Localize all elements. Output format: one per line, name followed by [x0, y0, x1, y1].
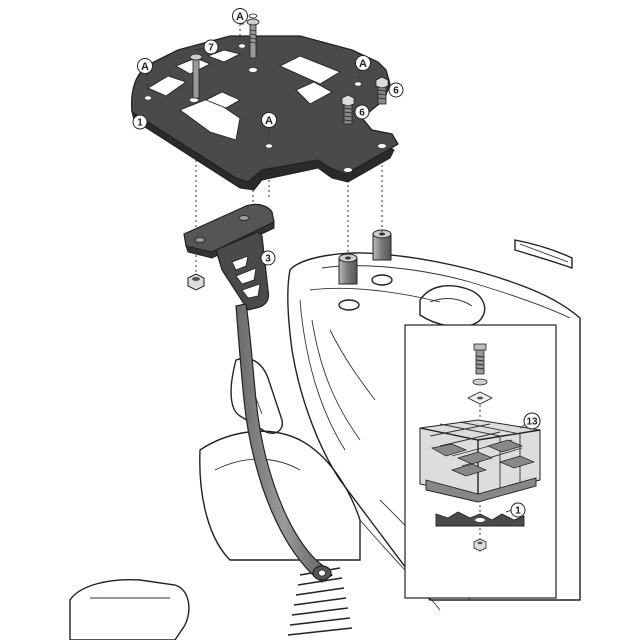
screw-front: [189, 53, 203, 99]
svg-text:6: 6: [393, 86, 399, 97]
spacer-left: [338, 253, 358, 285]
svg-text:1: 1: [137, 118, 143, 129]
letter-marker-left: A: [137, 58, 153, 95]
callout-screw-rear-right: 6: [388, 82, 404, 98]
svg-text:A: A: [359, 58, 367, 70]
screw-rear-right: [375, 76, 389, 105]
svg-text:A: A: [141, 61, 149, 73]
letter-marker-top: A: [232, 8, 248, 42]
svg-text:A: A: [236, 11, 244, 23]
svg-text:A: A: [265, 115, 273, 127]
callout-plate: 1: [132, 114, 148, 130]
callout-screw-front: 7: [203, 39, 219, 55]
detail-grid-block: [419, 419, 541, 503]
detail-inset: [404, 324, 557, 599]
nut-bottom-left: [187, 273, 205, 291]
svg-text:6: 6: [359, 108, 365, 119]
detail-nut: [473, 538, 487, 552]
letter-marker-right: A: [355, 55, 371, 83]
svg-text:3: 3: [265, 254, 271, 265]
screw-top: [246, 18, 260, 59]
spacer-right: [372, 229, 392, 261]
detail-screw: [467, 343, 493, 405]
callout-detail-grid: 13: [523, 412, 541, 430]
side-bracket: [183, 203, 333, 583]
washer-top: [248, 13, 258, 19]
letter-marker-center: A: [261, 112, 277, 144]
screw-rear-left: [341, 94, 355, 125]
svg-text:7: 7: [208, 43, 214, 54]
svg-text:13: 13: [526, 417, 538, 428]
callout-bracket: 3: [260, 250, 276, 266]
callout-screw-rear-left: 6: [354, 104, 370, 120]
svg-text:1: 1: [515, 506, 521, 517]
callout-detail-plate: 1: [510, 502, 526, 518]
detail-plate-segment: [435, 511, 525, 527]
